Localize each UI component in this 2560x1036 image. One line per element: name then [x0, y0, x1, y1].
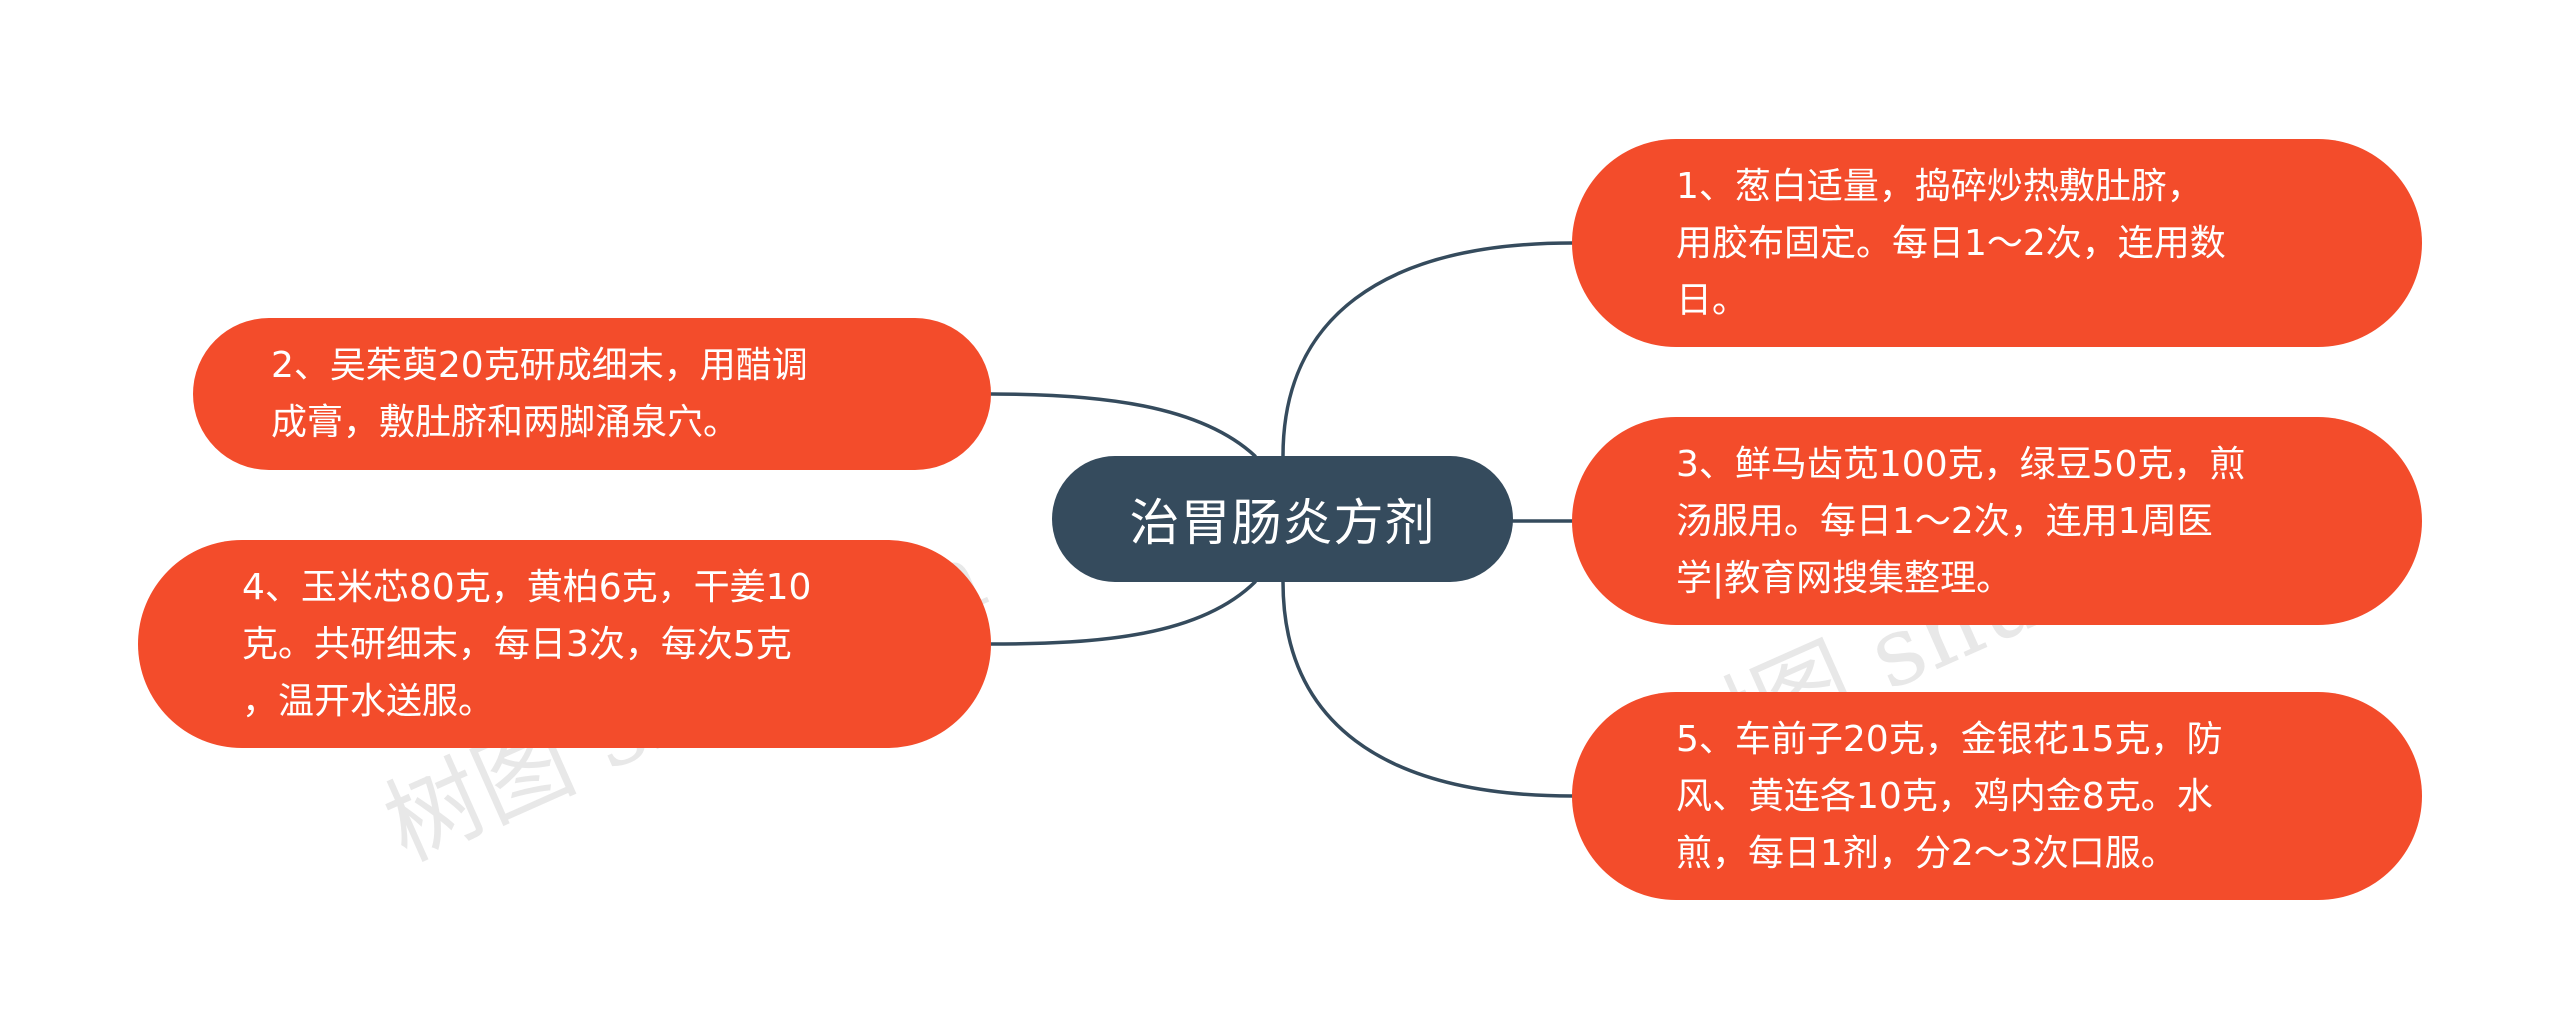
connector-branch-1 — [1281, 241, 1574, 458]
branch-node-1[interactable]: 1、葱白适量，捣碎炒热敷肚脐， 用胶布固定。每日1～2次，连用数 日。 — [1572, 139, 2422, 347]
branch-node-3-label: 3、鲜马齿苋100克，绿豆50克，煎 汤服用。每日1～2次，连用1周医 学|教育… — [1676, 443, 2246, 599]
branch-node-4[interactable]: 4、玉米芯80克，黄柏6克，干姜10 克。共研细末，每日3次，每次5克 ，温开水… — [138, 540, 991, 748]
connector-branch-2 — [989, 392, 1257, 458]
central-topic-label: 治胃肠炎方剂 — [1129, 494, 1436, 552]
branch-node-5[interactable]: 5、车前子20克，金银花15克，防 风、黄连各10克，鸡内金8克。水 煎，每日1… — [1572, 692, 2422, 900]
connector-branch-4 — [989, 580, 1257, 646]
branch-node-2-label: 2、吴茱萸20克研成细末，用醋调 成膏，敷肚脐和两脚涌泉穴。 — [271, 345, 808, 443]
branch-node-2[interactable]: 2、吴茱萸20克研成细末，用醋调 成膏，敷肚脐和两脚涌泉穴。 — [193, 318, 991, 470]
branch-node-1-label: 1、葱白适量，捣碎炒热敷肚脐， 用胶布固定。每日1～2次，连用数 日。 — [1676, 165, 2226, 321]
branch-node-5-label: 5、车前子20克，金银花15克，防 风、黄连各10克，鸡内金8克。水 煎，每日1… — [1676, 718, 2223, 874]
branch-node-3[interactable]: 3、鲜马齿苋100克，绿豆50克，煎 汤服用。每日1～2次，连用1周医 学|教育… — [1572, 417, 2422, 625]
connector-branch-5 — [1281, 580, 1574, 798]
central-topic[interactable]: 治胃肠炎方剂 — [1052, 456, 1513, 582]
branch-node-4-label: 4、玉米芯80克，黄柏6克，干姜10 克。共研细末，每日3次，每次5克 ，温开水… — [242, 566, 812, 722]
